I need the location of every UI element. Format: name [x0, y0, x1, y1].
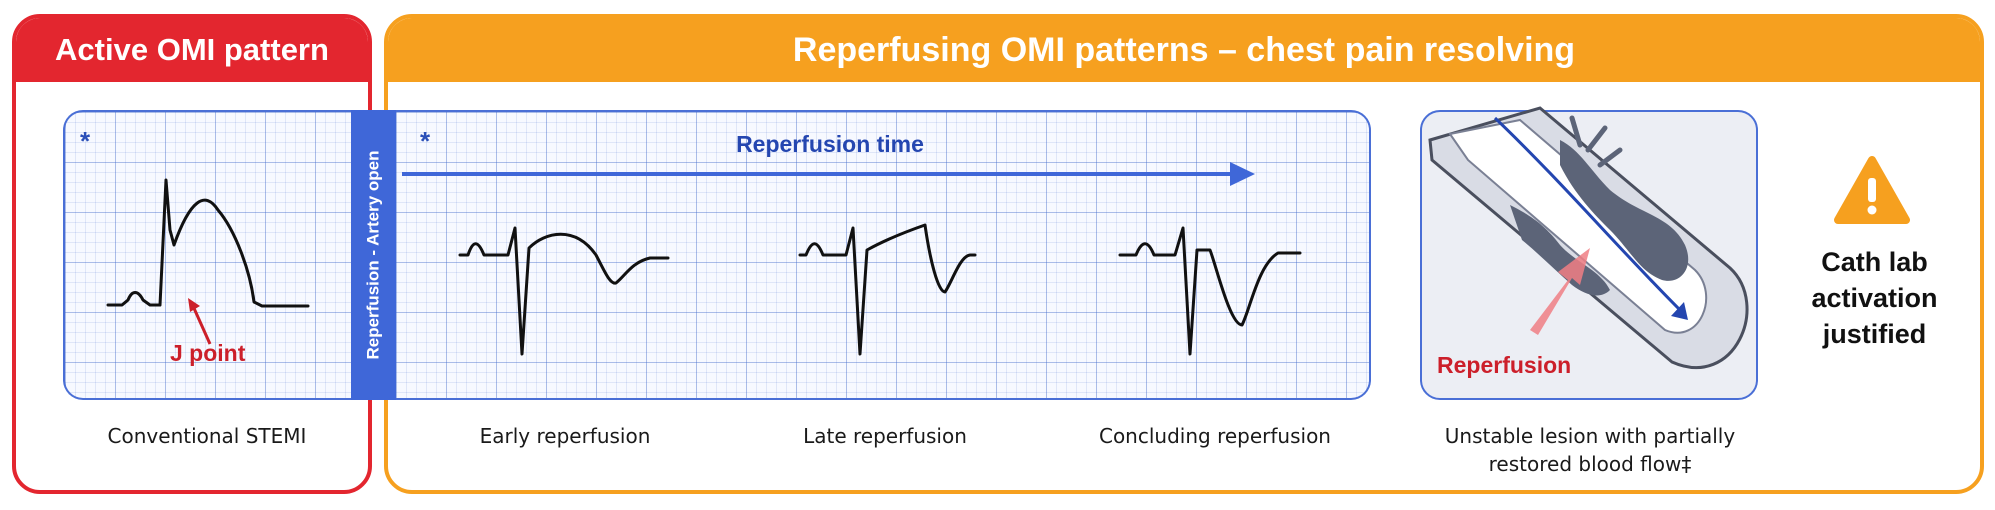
blood-flow-arrowhead [1671, 302, 1688, 320]
ecg-grid-stemi [63, 110, 351, 400]
reperfusion-asterisk: * [420, 126, 431, 156]
vessel-lumen [1448, 118, 1708, 334]
late-reperfusion-waveform [798, 223, 977, 356]
reperfusing-omi-title: Reperfusing OMI patterns – chest pain re… [792, 30, 1576, 69]
active-omi-header: Active OMI pattern [16, 18, 368, 82]
cath-lab-activation-text: Cath lab activation justified [1782, 244, 1967, 352]
early-reperfusion-waveform [458, 226, 670, 356]
reperfusion-time-label: Reperfusion time [736, 131, 924, 157]
blood-flow-arrow-line [1493, 116, 1682, 312]
caption-early-reperfusion: Early reperfusion [479, 424, 651, 448]
j-point-arrow [191, 305, 212, 345]
caption-unstable-lesion: Unstable lesion with partially restored … [1410, 422, 1770, 478]
j-point-arrowhead [188, 298, 200, 312]
stemi-asterisk: * [80, 126, 91, 156]
reperfusing-omi-header: Reperfusing OMI patterns – chest pain re… [388, 18, 1980, 82]
thrombus-lower [1510, 205, 1610, 296]
reperfusion-divider-bar: Reperfusion - Artery open [351, 110, 396, 400]
caption-concluding-reperfusion: Concluding reperfusion [1098, 424, 1331, 448]
concluding-reperfusion-waveform [1118, 226, 1302, 356]
activation-line-2: activation [1811, 283, 1938, 313]
active-omi-title: Active OMI pattern [55, 32, 329, 67]
vessel-reperfusion-label: Reperfusion [1437, 352, 1572, 378]
ecg-grid-reperfusion [396, 110, 1371, 400]
caption-late-reperfusion: Late reperfusion [803, 424, 967, 448]
vessel-caption-line-2: restored blood flow‡ [1488, 452, 1692, 476]
caption-conventional-stemi: Conventional STEMI [107, 424, 307, 448]
activation-line-3: justified [1822, 319, 1927, 349]
thrombus-branch [1569, 115, 1623, 168]
j-point-label: J point [170, 340, 246, 366]
thrombus-upper [1560, 140, 1689, 281]
vessel-caption-line-1: Unstable lesion with partially [1444, 424, 1736, 448]
vessel-illustration [1428, 106, 1749, 370]
reperfusion-time-arrowhead [1230, 162, 1255, 186]
warning-triangle-icon [1834, 156, 1910, 224]
reperfusion-pink-arrow [1530, 248, 1590, 335]
stemi-waveform [106, 178, 310, 308]
activation-line-1: Cath lab [1821, 247, 1928, 277]
